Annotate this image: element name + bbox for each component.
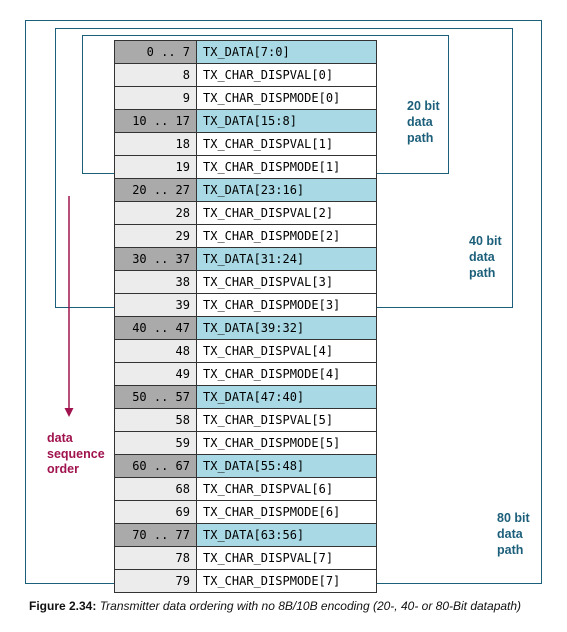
bit-index-cell: 28: [115, 202, 197, 224]
signal-name-cell: TX_CHAR_DISPVAL[3]: [197, 271, 377, 293]
signal-name-cell: TX_CHAR_DISPMODE[5]: [197, 432, 377, 454]
sequence-order-label: data sequence order: [47, 431, 105, 478]
signal-name-cell: TX_CHAR_DISPVAL[7]: [197, 547, 377, 569]
signal-name-cell: TX_DATA[39:32]: [197, 317, 377, 339]
datapath-80bit-label-line: path: [497, 543, 524, 557]
datapath-80bit-label-line: 80 bit: [497, 511, 530, 525]
signal-name-cell: TX_CHAR_DISPMODE[2]: [197, 225, 377, 247]
signal-name-cell: TX_DATA[7:0]: [197, 41, 377, 63]
bit-index-cell: 0 .. 7: [115, 41, 197, 63]
bit-index-cell: 39: [115, 294, 197, 316]
datapath-40bit-label-line: 40 bit: [469, 234, 502, 248]
sequence-order-label-line: data: [47, 431, 73, 445]
figure-caption-text: Transmitter data ordering with no 8B/10B…: [99, 599, 522, 613]
signal-name-cell: TX_CHAR_DISPVAL[5]: [197, 409, 377, 431]
bit-index-cell: 49: [115, 363, 197, 385]
sequence-order-arrow: [64, 196, 74, 417]
datapath-20bit-label: 20 bit data path: [407, 98, 440, 146]
bit-index-cell: 30 .. 37: [115, 248, 197, 270]
bit-index-cell: 29: [115, 225, 197, 247]
signal-name-cell: TX_CHAR_DISPVAL[4]: [197, 340, 377, 362]
bit-index-cell: 78: [115, 547, 197, 569]
signal-name-cell: TX_CHAR_DISPVAL[2]: [197, 202, 377, 224]
datapath-80bit-label: 80 bit data path: [497, 510, 530, 558]
datapath-20bit-label-line: path: [407, 131, 434, 145]
datapath-20bit-label-line: data: [407, 115, 433, 129]
bit-index-cell: 70 .. 77: [115, 524, 197, 546]
signal-name-cell: TX_CHAR_DISPMODE[7]: [197, 570, 377, 592]
datapath-80bit-label-line: data: [497, 527, 523, 541]
bit-index-cell: 69: [115, 501, 197, 523]
signal-name-cell: TX_DATA[63:56]: [197, 524, 377, 546]
datapath-40bit-label-line: data: [469, 250, 495, 264]
datapath-40bit-label: 40 bit data path: [469, 233, 502, 281]
figure-caption-label: Figure 2.34:: [29, 599, 97, 613]
signal-name-cell: TX_DATA[55:48]: [197, 455, 377, 477]
signal-name-cell: TX_CHAR_DISPMODE[6]: [197, 501, 377, 523]
datapath-40bit-label-line: path: [469, 266, 496, 280]
signal-name-cell: TX_CHAR_DISPMODE[1]: [197, 156, 377, 178]
bit-index-cell: 8: [115, 64, 197, 86]
bit-index-cell: 10 .. 17: [115, 110, 197, 132]
bit-index-cell: 40 .. 47: [115, 317, 197, 339]
signal-name-cell: TX_DATA[31:24]: [197, 248, 377, 270]
signal-name-cell: TX_CHAR_DISPMODE[3]: [197, 294, 377, 316]
signal-name-cell: TX_CHAR_DISPMODE[0]: [197, 87, 377, 109]
sequence-order-label-line: sequence: [47, 446, 105, 461]
bit-index-cell: 48: [115, 340, 197, 362]
bit-index-cell: 50 .. 57: [115, 386, 197, 408]
signal-name-cell: TX_DATA[23:16]: [197, 179, 377, 201]
signal-name-cell: TX_DATA[15:8]: [197, 110, 377, 132]
signal-name-cell: TX_CHAR_DISPVAL[6]: [197, 478, 377, 500]
bit-index-cell: 38: [115, 271, 197, 293]
bit-index-cell: 79: [115, 570, 197, 592]
signal-name-cell: TX_DATA[47:40]: [197, 386, 377, 408]
sequence-order-label-line: order: [47, 462, 79, 476]
datapath-20bit-label-line: 20 bit: [407, 99, 440, 113]
bit-index-cell: 68: [115, 478, 197, 500]
bit-index-cell: 59: [115, 432, 197, 454]
signal-name-cell: TX_CHAR_DISPMODE[4]: [197, 363, 377, 385]
bit-index-cell: 19: [115, 156, 197, 178]
bit-index-cell: 9: [115, 87, 197, 109]
signal-name-cell: TX_CHAR_DISPVAL[1]: [197, 133, 377, 155]
bit-index-cell: 60 .. 67: [115, 455, 197, 477]
bit-index-cell: 58: [115, 409, 197, 431]
bit-index-cell: 18: [115, 133, 197, 155]
figure-caption: Figure 2.34: Transmitter data ordering w…: [29, 599, 521, 613]
bit-index-cell: 20 .. 27: [115, 179, 197, 201]
signal-name-cell: TX_CHAR_DISPVAL[0]: [197, 64, 377, 86]
